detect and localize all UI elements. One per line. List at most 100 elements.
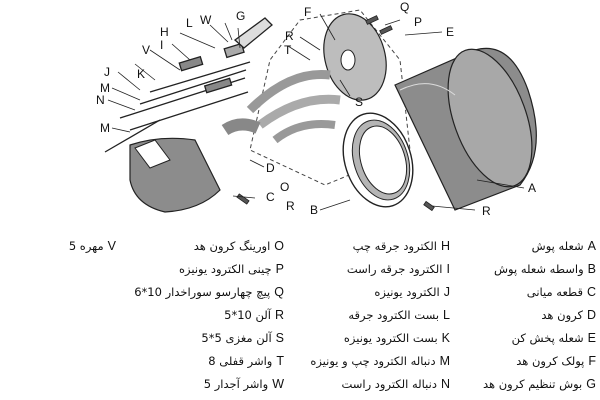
legend-text: آلن 10*5 <box>224 308 271 322</box>
legend-text: مهره 5 <box>68 239 104 253</box>
legend-text: الکترود جرقه راست <box>346 262 443 276</box>
flame-tube-adaptor <box>342 112 414 208</box>
legend-text: واسطه شعله پوش <box>494 262 584 276</box>
legend-key: K <box>441 331 450 345</box>
callout-N: N <box>96 93 105 107</box>
callout-M-lower: M <box>100 121 110 135</box>
legend-item-I: Iالکترود جرقه راست <box>300 259 450 279</box>
legend-item-K: Kبست الکترود یونیزه <box>300 328 450 348</box>
legend-key: G <box>586 377 596 391</box>
callout-L: L <box>186 16 193 30</box>
legend-text: دنباله الکترود راست <box>341 377 437 391</box>
legend-key: M <box>439 354 450 368</box>
legend-text: بست الکترود جرقه <box>348 308 440 322</box>
legend-text: اورینگ کرون هد <box>193 239 271 253</box>
callout-K: K <box>137 67 145 81</box>
legend-key: H <box>440 239 450 253</box>
legend-item-M: Mدنباله الکترود چپ و یونیزه <box>300 351 450 371</box>
legend-key: D <box>586 308 596 322</box>
legend-text: بوش تنظیم کرون هد <box>482 377 583 391</box>
legend-text: آلن مغزی 5*5 <box>201 331 272 345</box>
legend-text: الکترود جرقه چپ <box>352 239 437 253</box>
callout-labels: A B C D E F G H I J K L M N O P Q R S T … <box>96 0 536 218</box>
legend-key: V <box>107 239 116 253</box>
legend-text: واشر قفلی 8 <box>208 354 273 368</box>
legend-key: I <box>446 262 450 276</box>
callout-E: E <box>446 25 454 39</box>
legend-key: L <box>443 308 450 322</box>
callout-V: V <box>142 43 150 57</box>
legend-item-B: Bواسطه شعله پوش <box>446 259 596 279</box>
crown-head-disc <box>323 13 387 101</box>
callout-J: J <box>104 65 110 79</box>
legend-item-A: Aشعله پوش <box>446 236 596 256</box>
legend-item-S: Sآلن مغزی 5*5 <box>134 328 284 348</box>
legend-key: F <box>588 354 596 368</box>
legend-text: پولک کرون هد <box>516 354 585 368</box>
exploded-burner-head-diagram: A B C D E F G H I J K L M N O P Q R S T … <box>96 0 537 218</box>
legend-item-E: Eشعله پخش کن <box>446 328 596 348</box>
callout-A: A <box>528 181 536 195</box>
legend-item-J: Jالکترود یونیزه <box>300 282 450 302</box>
legend-text: شعله پوش <box>531 239 584 253</box>
legend-key: S <box>275 331 284 345</box>
legend-text: دنباله الکترود چپ و یونیزه <box>310 354 436 368</box>
electrodes <box>104 17 273 153</box>
legend-item-O: Oاورینگ کرون هد <box>134 236 284 256</box>
callout-F: F <box>304 5 311 19</box>
callout-C: C <box>266 190 275 204</box>
legend-item-G: Gبوش تنظیم کرون هد <box>446 374 596 394</box>
crown-head-tubes <box>221 69 341 144</box>
legend-item-L: Lبست الکترود جرقه <box>300 305 450 325</box>
legend-text: واشر آجدار 5 <box>203 377 269 391</box>
legend-text: چینی الکترود یونیزه <box>178 262 272 276</box>
legend-key: W <box>272 377 284 391</box>
legend-item-H: Hالکترود جرقه چپ <box>300 236 450 256</box>
legend-item-T: Tواشر قفلی 8 <box>134 351 284 371</box>
intermediate-piece <box>129 137 221 213</box>
flame-tube <box>394 47 537 211</box>
legend-item-C: Cقطعه میانی <box>446 282 596 302</box>
callout-D: D <box>266 161 275 175</box>
legend-key: A <box>587 239 596 253</box>
legend-key: Q <box>274 285 284 299</box>
legend-key: N <box>440 377 450 391</box>
legend-key: C <box>586 285 596 299</box>
callout-R: R <box>285 29 294 43</box>
legend-item-Q: Qپیچ چهارسو سوراخدار 10*6 <box>134 282 284 302</box>
legend-text: پیچ چهارسو سوراخدار 10*6 <box>134 285 271 299</box>
callout-B: B <box>310 203 318 217</box>
legend-key: T <box>276 354 284 368</box>
legend-text: الکترود یونیزه <box>374 285 440 299</box>
legend-item-V: Vمهره 5 <box>4 236 116 256</box>
callout-T: T <box>284 43 292 57</box>
legend-item-D: Dکرون هد <box>446 305 596 325</box>
legend-text: شعله پخش کن <box>511 331 584 345</box>
legend-item-W: Wواشر آجدار 5 <box>134 374 284 394</box>
legend-key: R <box>274 308 284 322</box>
legend-item-P: Pچینی الکترود یونیزه <box>134 259 284 279</box>
callout-R-lower: R <box>286 199 295 213</box>
callout-R-right: R <box>482 204 491 218</box>
legend-item-F: Fپولک کرون هد <box>446 351 596 371</box>
callout-I: I <box>160 38 163 52</box>
legend-key: E <box>587 331 596 345</box>
legend-text: کرون هد <box>541 308 583 322</box>
callout-G: G <box>236 9 245 23</box>
legend-key: P <box>275 262 284 276</box>
legend-key: B <box>587 262 596 276</box>
callout-S: S <box>355 95 363 109</box>
legend-key: J <box>443 285 450 299</box>
callout-P: P <box>414 15 422 29</box>
legend-item-N: Nدنباله الکترود راست <box>300 374 450 394</box>
callout-Q: Q <box>400 0 409 14</box>
leader-lines <box>107 13 525 211</box>
legend-text: بست الکترود یونیزه <box>343 331 438 345</box>
legend-item-R: Rآلن 10*5 <box>134 305 284 325</box>
legend-key: O <box>274 239 284 253</box>
callout-M: M <box>100 81 110 95</box>
callout-W: W <box>200 13 212 27</box>
callout-H: H <box>160 25 169 39</box>
legend-text: قطعه میانی <box>526 285 583 299</box>
